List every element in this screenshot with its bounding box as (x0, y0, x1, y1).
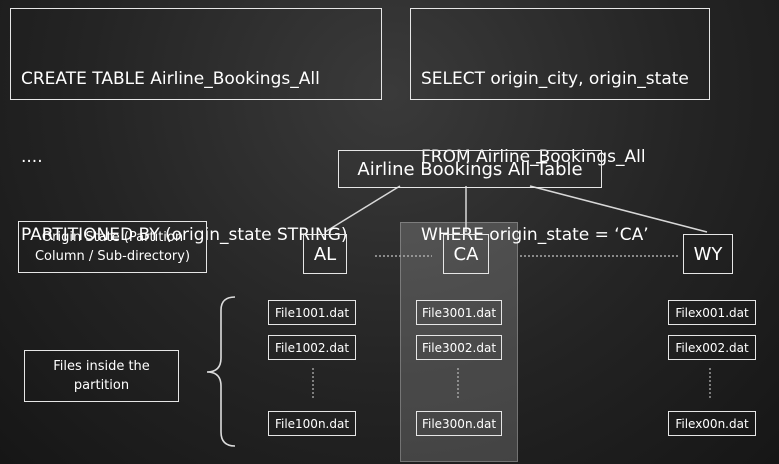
partition-label-ca: CA (453, 243, 479, 265)
partition-box-al: AL (303, 234, 347, 274)
files-label-line-1: Files inside the (53, 359, 150, 374)
partition-box-wy: WY (683, 234, 733, 274)
file-name: File1002.dat (274, 340, 350, 355)
file-name: Filex00n.dat (675, 416, 749, 431)
ca-partition-highlight (400, 222, 518, 462)
create-table-query-box: CREATE TABLE Airline_Bookings_All .... P… (10, 8, 382, 245)
connector-table-al (324, 185, 401, 233)
select-query-line-3: WHERE origin_state = ‘CA’ (421, 225, 649, 245)
file-box-ca-n: File300n.dat (416, 411, 502, 436)
file-box-ca-1: File3001.dat (416, 300, 502, 325)
partition-label-al: AL (313, 243, 337, 265)
create-query-line-3: PARTITIONED BY (origin_state STRING) (21, 225, 348, 245)
file-box-al-n: File100n.dat (268, 411, 356, 436)
file-name: Filex002.dat (675, 340, 749, 355)
select-query-line-1: SELECT origin_city, origin_state (421, 69, 689, 89)
file-name: Filex001.dat (675, 305, 749, 320)
files-label-line-2: partition (73, 378, 130, 393)
files-label-box: Files inside the partition (24, 350, 179, 402)
file-box-al-2: File1002.dat (268, 335, 356, 360)
file-name: File3001.dat (421, 305, 497, 320)
partition-label-line-1: Origin State (Partition (41, 230, 184, 245)
file-name: File100n.dat (274, 416, 350, 431)
table-root-box: Airline Bookings All Table (338, 150, 602, 188)
partition-label-box: Origin State (Partition Column / Sub-dir… (18, 221, 207, 273)
partition-box-ca: CA (443, 234, 489, 274)
file-name: File300n.dat (421, 416, 497, 431)
file-box-wy-1: Filex001.dat (668, 300, 756, 325)
partition-label-wy: WY (693, 243, 723, 265)
select-query-line-2: FROM Airline_Bookings_All (421, 147, 646, 167)
connector-table-wy (529, 185, 708, 233)
file-box-al-1: File1001.dat (268, 300, 356, 325)
file-name: File1001.dat (274, 305, 350, 320)
file-box-ca-2: File3002.dat (416, 335, 502, 360)
create-query-line-1: CREATE TABLE Airline_Bookings_All (21, 69, 320, 89)
file-name: File3002.dat (421, 340, 497, 355)
file-box-wy-2: Filex002.dat (668, 335, 756, 360)
curly-brace-icon (206, 296, 236, 447)
table-root-label: Airline Bookings All Table (357, 158, 583, 180)
partition-label-line-2: Column / Sub-directory) (34, 249, 191, 264)
select-query-box: SELECT origin_city, origin_state FROM Ai… (410, 8, 710, 245)
file-box-wy-n: Filex00n.dat (668, 411, 756, 436)
create-query-line-2: .... (21, 147, 43, 167)
